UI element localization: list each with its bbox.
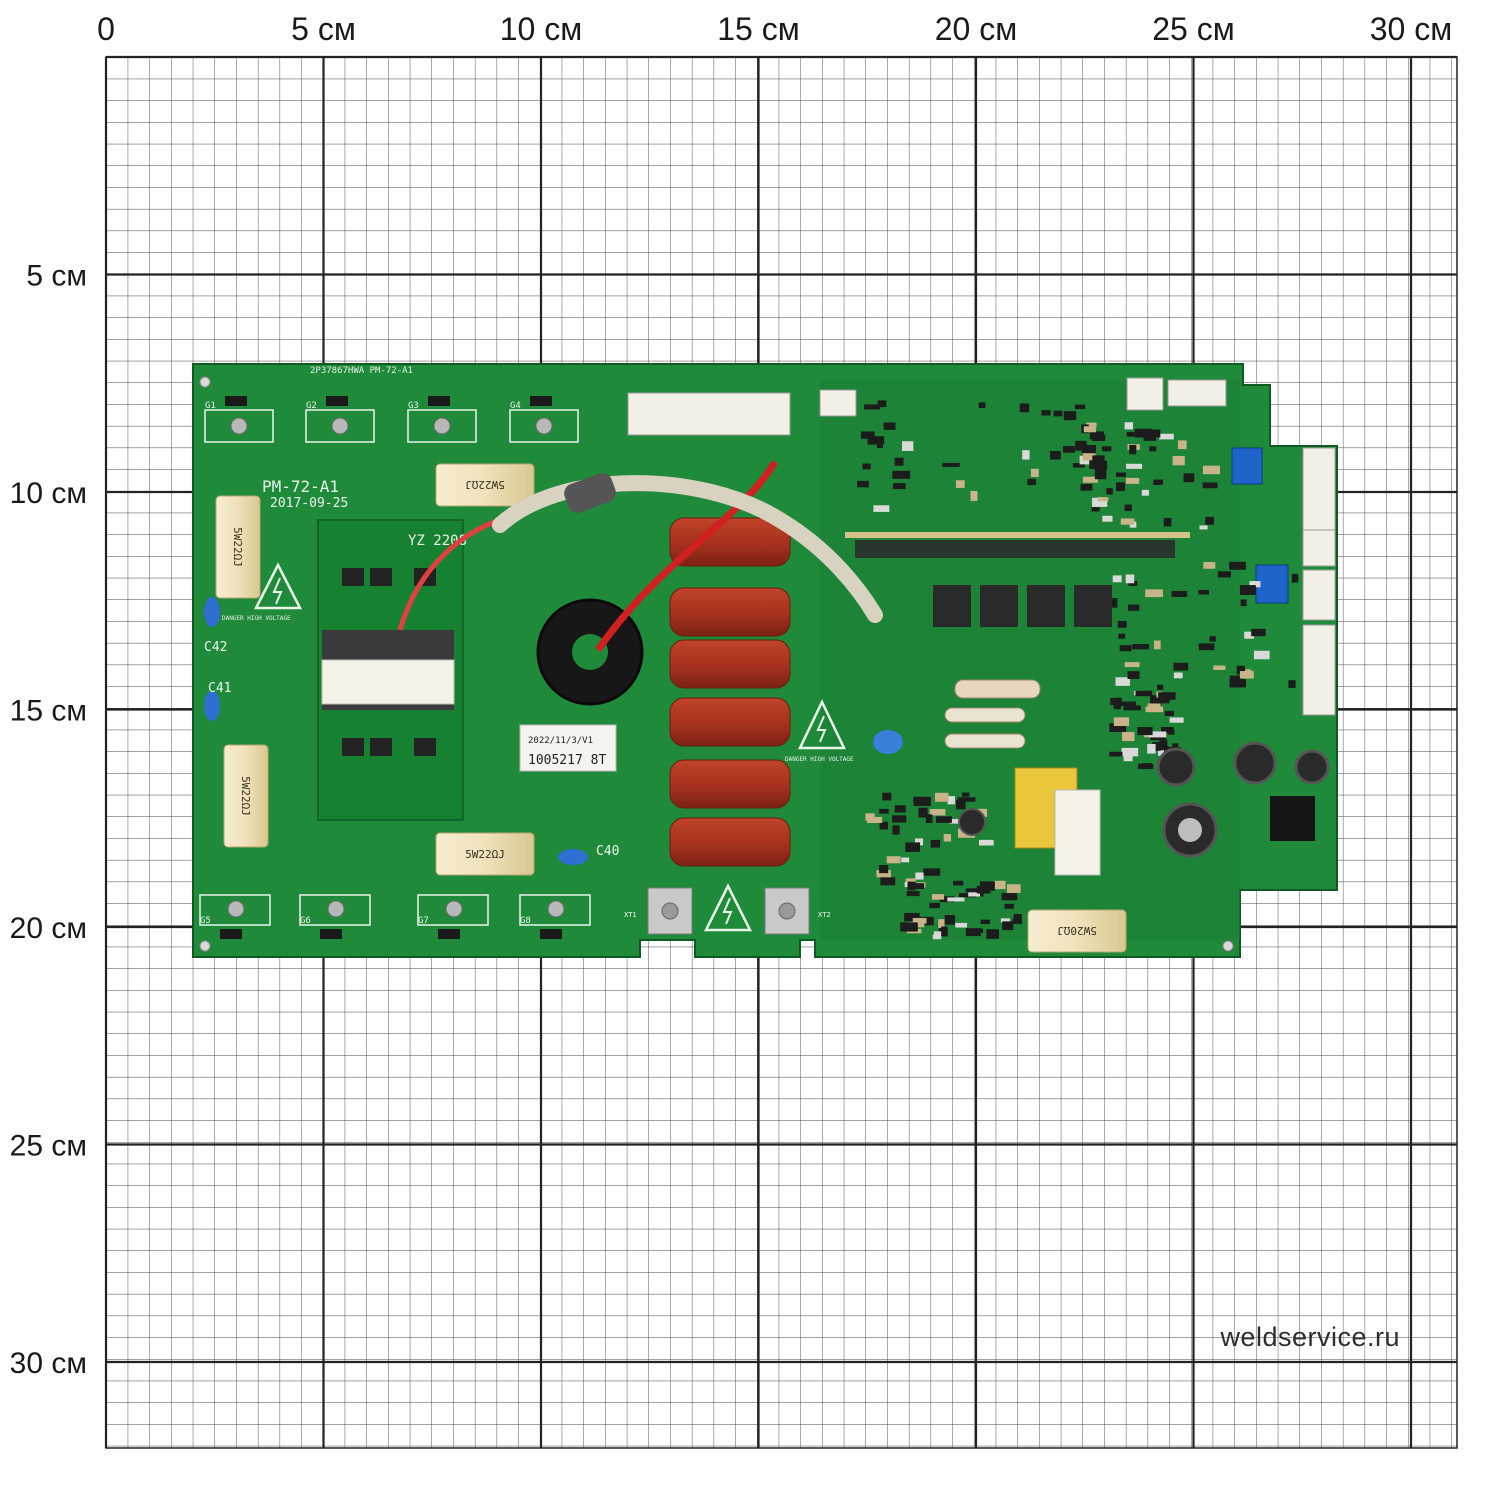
connector-right-2 bbox=[1302, 529, 1336, 567]
to220-transistors bbox=[933, 585, 1112, 627]
braided-sleeve bbox=[492, 475, 883, 623]
terminal-label-xt2: XT2 bbox=[818, 911, 831, 919]
gate-label: G5 bbox=[200, 916, 211, 926]
connector-right-4 bbox=[1302, 624, 1336, 716]
electrolytic-cap-5 bbox=[958, 808, 986, 836]
red-wire-2 bbox=[397, 517, 501, 631]
connector-top bbox=[627, 392, 791, 436]
resistor-label: 5W22ΩJ bbox=[231, 527, 244, 567]
power-resistor bbox=[954, 679, 1041, 699]
resistor-label: 5W22ΩJ bbox=[239, 776, 252, 816]
sticker-date: 2022/11/3/V1 bbox=[528, 736, 593, 746]
x-axis-label: 0 bbox=[97, 11, 115, 47]
film-capacitors bbox=[669, 517, 791, 867]
sticker-code: 1005217 8T bbox=[528, 753, 606, 768]
cap-blue-right bbox=[873, 730, 903, 754]
x-axis-label: 10 см bbox=[500, 11, 582, 47]
x-axis-label: 5 см bbox=[291, 11, 356, 47]
trimpot-1 bbox=[1231, 447, 1263, 485]
resistor-label: 5W22ΩJ bbox=[465, 478, 505, 491]
ceramic-resistors: 5W22ΩJ 5W22ΩJ 5W22ΩJ 5W22ΩJ 5W20ΩJ bbox=[215, 463, 1127, 953]
cap-label-c41: C41 bbox=[208, 681, 231, 696]
x-axis-label: 25 см bbox=[1152, 11, 1234, 47]
trimpot-2 bbox=[1255, 564, 1289, 604]
warning-icon bbox=[253, 562, 303, 610]
watermark: weldservice.ru bbox=[1220, 1322, 1400, 1352]
connector-small-2 bbox=[1126, 377, 1164, 411]
ferrite-bead bbox=[564, 473, 616, 513]
y-axis-label: 10 см bbox=[10, 477, 87, 510]
cap-c41 bbox=[204, 691, 220, 721]
electrolytic-cap-2 bbox=[1156, 747, 1196, 787]
connector-right-3 bbox=[1302, 569, 1336, 621]
sticker bbox=[519, 724, 617, 772]
y-axis-label: 20 см bbox=[10, 912, 87, 945]
gate-label: G7 bbox=[418, 916, 429, 926]
board-model-label: PM-72-A1 bbox=[262, 477, 339, 496]
gate-label: G3 bbox=[408, 401, 419, 411]
x-axis-label: 30 см bbox=[1370, 11, 1452, 47]
gate-label: G2 bbox=[306, 401, 317, 411]
cap-label-c42: C42 bbox=[204, 640, 227, 655]
gate-label: G4 bbox=[510, 401, 521, 411]
pcb-board: 2P37867HWA PM-72-A1 PM-72-A1 2017-09-25 … bbox=[192, 363, 1338, 958]
resistor-label: 5W20ΩJ bbox=[1057, 924, 1097, 937]
ic-square bbox=[1270, 796, 1315, 841]
y-axis-label: 5 см bbox=[26, 260, 87, 293]
smd-components bbox=[857, 400, 1299, 940]
x-axis-label: 20 см bbox=[935, 11, 1017, 47]
board-date-label: 2017-09-25 bbox=[270, 496, 348, 511]
connector-small-3 bbox=[1167, 379, 1227, 407]
gate-label: G8 bbox=[520, 916, 531, 926]
gate-terminals-bottom: G5 G6 G7 G8 bbox=[199, 894, 591, 939]
gate-terminals-top: G1 G2 G3 G4 bbox=[204, 396, 579, 443]
warning-label-right: DANGER HIGH VOLTAGE bbox=[785, 756, 854, 763]
x-axis-label: 15 см bbox=[717, 11, 799, 47]
terminal-xt2 bbox=[764, 887, 810, 935]
cap-label-c40: C40 bbox=[596, 844, 619, 859]
terminal-label-xt1: XT1 bbox=[624, 911, 637, 919]
connector-small-1 bbox=[819, 389, 857, 417]
y-axis-labels: 5 см 10 см 15 см 20 см 25 см 30 см bbox=[10, 260, 87, 1381]
electrolytic-cap-4 bbox=[1294, 749, 1330, 785]
warning-icon bbox=[703, 883, 753, 932]
pin-header-strip bbox=[855, 540, 1175, 558]
connector-right-1 bbox=[1302, 447, 1336, 531]
electrolytic-cap-3 bbox=[1233, 741, 1277, 785]
gate-label: G6 bbox=[300, 916, 311, 926]
resistor-label: 5W22ΩJ bbox=[465, 848, 505, 861]
board-top-code: 2P37867HWA PM-72-A1 bbox=[310, 366, 413, 376]
transformer-winding bbox=[321, 659, 455, 705]
warning-label-left: DANGER HIGH VOLTAGE bbox=[222, 615, 291, 622]
x-axis-labels: 0 5 см 10 см 15 см 20 см 25 см 30 см bbox=[97, 11, 1452, 47]
warning-icon bbox=[798, 699, 846, 750]
y-axis-label: 25 см bbox=[10, 1130, 87, 1163]
cap-c42 bbox=[204, 597, 220, 627]
red-wire bbox=[595, 460, 778, 652]
gate-label: G1 bbox=[205, 401, 216, 411]
cap-c40 bbox=[558, 849, 588, 865]
power-resistor bbox=[944, 707, 1026, 723]
power-resistor bbox=[944, 733, 1026, 749]
y-axis-label: 30 см bbox=[10, 1347, 87, 1380]
y-axis-label: 15 см bbox=[10, 695, 87, 728]
